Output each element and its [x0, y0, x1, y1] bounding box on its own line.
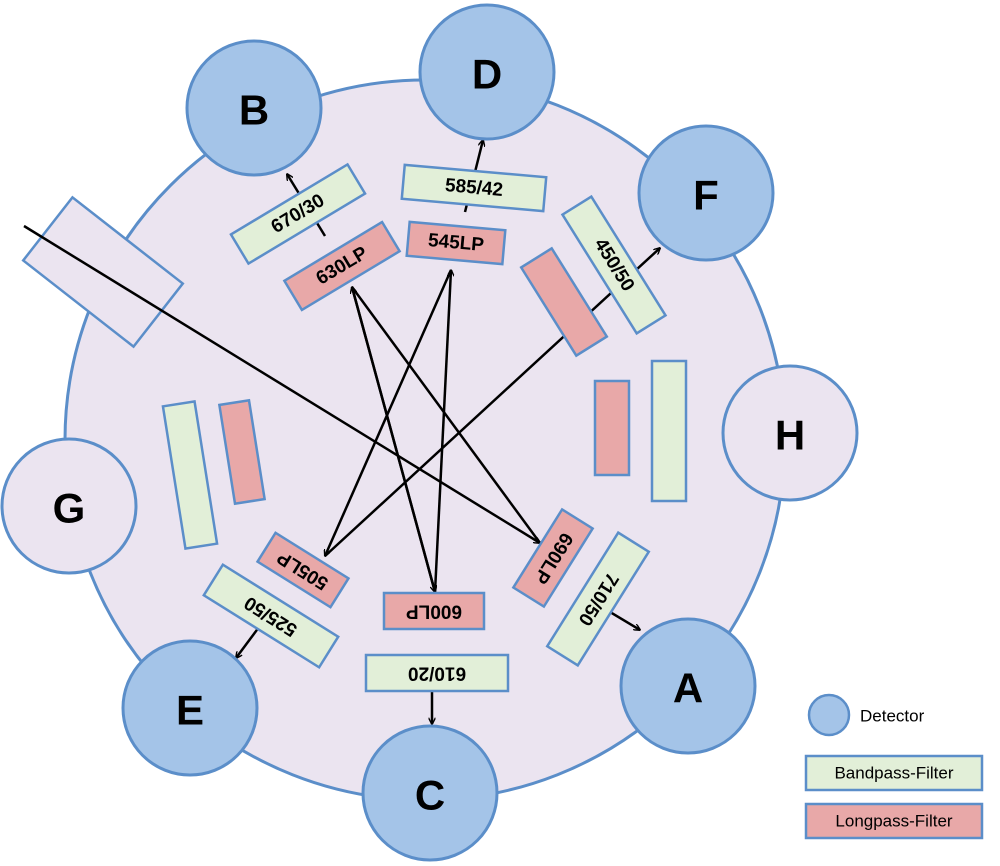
legend-bandpass-label: Bandpass-Filter: [834, 764, 953, 783]
path-to-690lp-b: [350, 286, 542, 544]
detector-f-label: F: [693, 172, 719, 219]
filter-525-50: 525/50: [202, 562, 340, 670]
path-605-to-f: [324, 248, 660, 557]
detector-g: G: [0, 437, 138, 575]
filter-600lp-label: 600LP: [406, 601, 462, 622]
filter-585-42-label: 585/42: [444, 175, 504, 201]
detector-d: D: [418, 3, 556, 141]
legend-longpass-label: Longpass-Filter: [835, 812, 953, 831]
legend-detector-swatch: [807, 693, 851, 737]
bandpass-filter-g: [161, 399, 219, 551]
longpass-filter-f: [519, 246, 609, 358]
path-to-545lp: [433, 270, 451, 593]
legend-detector-label: Detector: [860, 707, 925, 726]
bandpass-filter-h: [650, 359, 688, 503]
detector-e: E: [121, 639, 259, 777]
detector-c-label: C: [415, 772, 445, 819]
detector-b-label: B: [239, 87, 269, 134]
detector-a-label: A: [673, 665, 703, 712]
detector-c: C: [361, 724, 499, 862]
filter-545lp: 545LP: [405, 220, 507, 266]
legend: Detector Bandpass-Filter Longpass-Filter: [804, 693, 984, 840]
filter-585-42: 585/42: [400, 163, 548, 213]
filter-610-20: 610/20: [364, 653, 510, 693]
filter-545lp-label: 545LP: [427, 230, 485, 256]
filter-610-20-label: 610/20: [408, 663, 466, 684]
path-to-600lp: [350, 286, 435, 592]
detector-e-label: E: [176, 687, 204, 734]
longpass-filter-g: [217, 398, 267, 506]
longpass-filter-h: [593, 379, 631, 477]
legend-longpass-swatch: [804, 802, 984, 840]
filter-600lp: 600LP: [382, 591, 486, 631]
laser-port: [21, 195, 185, 349]
detector-a: A: [619, 617, 757, 755]
detector-b: B: [185, 39, 323, 177]
detector-g-label: G: [53, 485, 86, 532]
legend-bandpass-swatch: [804, 754, 984, 792]
detector-h-label: H: [775, 412, 805, 459]
path-to-505lp: [325, 269, 453, 556]
detector-d-label: D: [472, 51, 502, 98]
detector-h: H: [721, 364, 859, 502]
laser-beam: [23, 224, 540, 543]
detector-f: F: [637, 124, 775, 262]
